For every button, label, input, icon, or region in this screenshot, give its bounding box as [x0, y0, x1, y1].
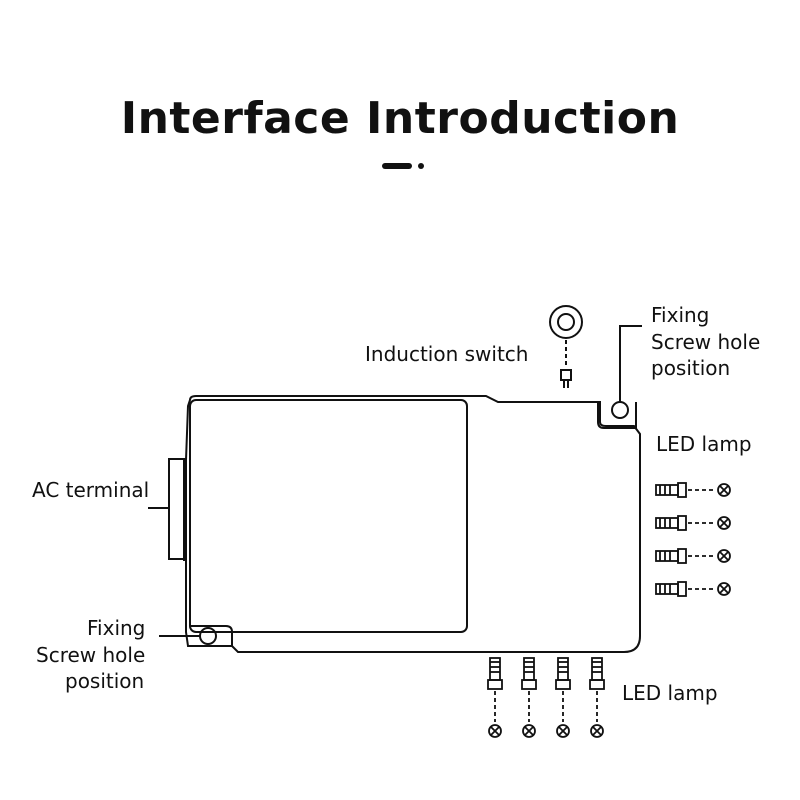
- induction-switch-label: Induction switch: [365, 342, 528, 366]
- led-connector-icon: [589, 657, 605, 738]
- ac-terminal-label: AC terminal: [32, 478, 149, 502]
- led-connector-icon: [655, 515, 731, 531]
- fixing-top-label-line1: Fixing: [651, 303, 709, 327]
- page-title: Interface Introduction: [120, 93, 680, 144]
- fixing-top-label-line2: Screw hole: [651, 330, 760, 354]
- ac-terminal: [148, 458, 187, 560]
- led-lamp-right-label: LED lamp: [656, 432, 752, 456]
- title-underline-icon: [382, 163, 424, 169]
- fixing-bottom-label-line1: Fixing: [87, 616, 145, 640]
- led-connector-icon: [655, 548, 731, 564]
- led-connector-icon: [655, 581, 731, 597]
- fixing-bottom-label-line3: position: [65, 669, 144, 693]
- led-connectors-bottom: [487, 657, 605, 738]
- led-connector-icon: [555, 657, 571, 738]
- fixing-top-label-line3: position: [651, 356, 730, 380]
- led-connectors-right: [655, 482, 731, 597]
- controller-board: [183, 395, 641, 653]
- led-lamp-bottom-label: LED lamp: [622, 681, 718, 705]
- fixing-bottom-label-line2: Screw hole: [36, 643, 145, 667]
- screw-hole-icon: [159, 625, 233, 646]
- led-connector-icon: [487, 657, 503, 738]
- led-connector-icon: [655, 482, 731, 498]
- screw-hole-icon: [597, 325, 642, 429]
- led-connector-icon: [521, 657, 537, 738]
- induction-switch-icon: [549, 305, 583, 388]
